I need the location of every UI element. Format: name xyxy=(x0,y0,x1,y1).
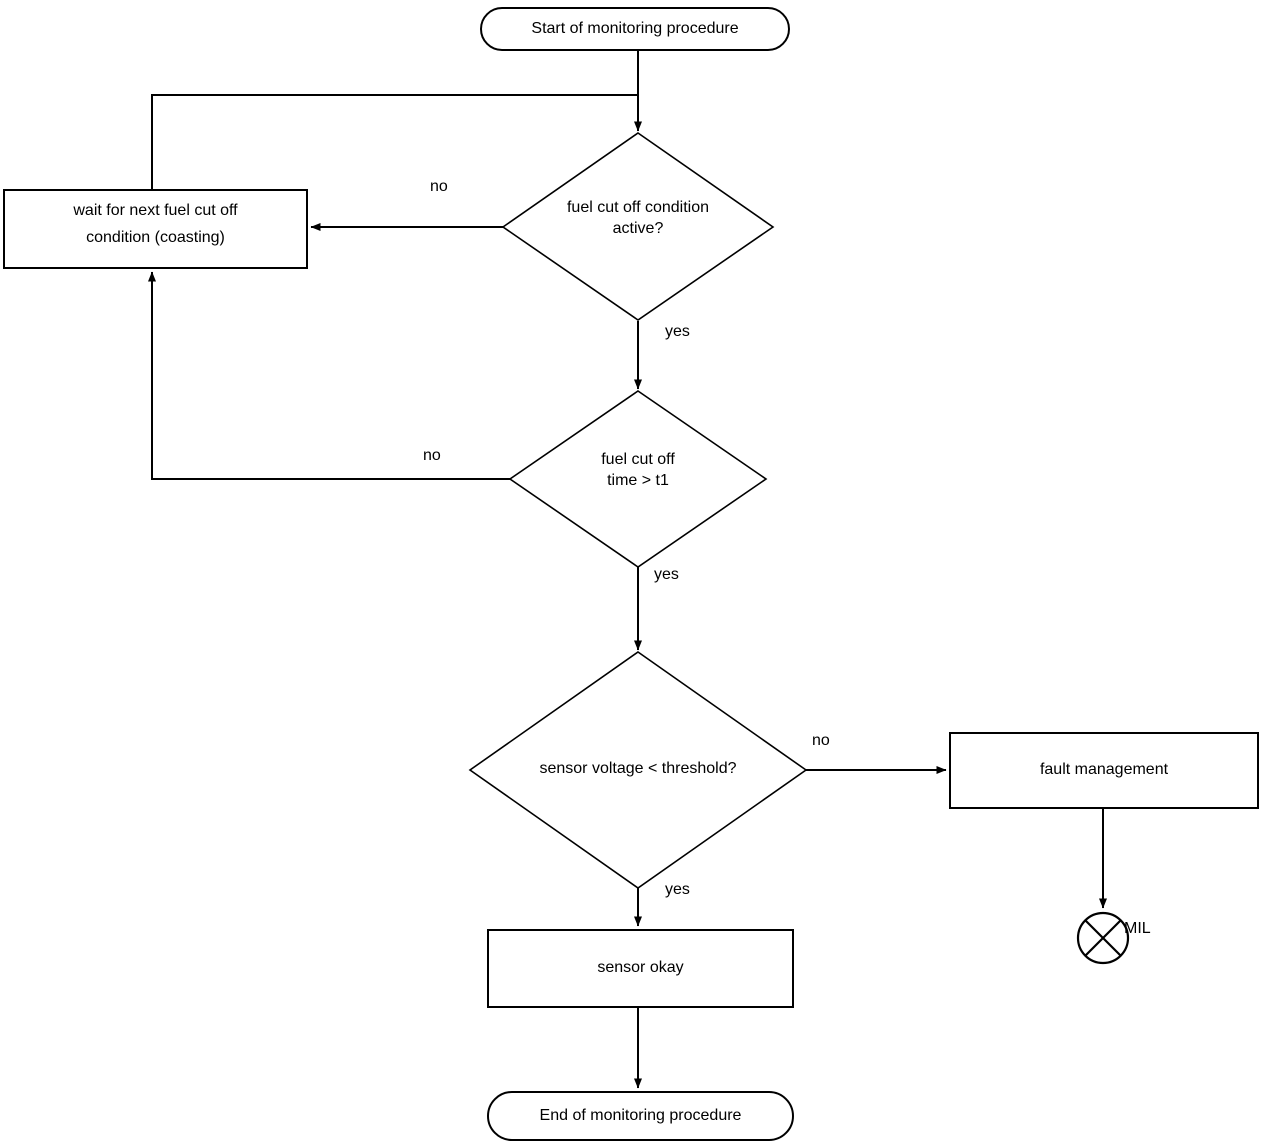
fault-management-shape xyxy=(949,732,1259,809)
edge-label-decision3-yes: yes xyxy=(665,881,690,898)
decision-fuel-cut-off-time-node[interactable] xyxy=(510,391,766,567)
edge-decision2-no-to-wait xyxy=(148,271,510,480)
decision-sensor-voltage-node[interactable] xyxy=(470,652,806,888)
sensor-okay-shape xyxy=(487,929,794,1008)
start-node-shape xyxy=(480,7,790,51)
wait-box-shape xyxy=(3,189,308,269)
end-node[interactable] xyxy=(488,1092,793,1140)
sensor-okay-node[interactable] xyxy=(488,930,793,1007)
edge-label-decision3-no: no xyxy=(812,732,830,749)
wait-for-next-fuel-cut-off-node[interactable] xyxy=(4,190,307,268)
edge-label-decision1-yes: yes xyxy=(665,323,690,340)
edge-wait-to-decision1-loop xyxy=(151,94,638,190)
edge-label-decision1-no: no xyxy=(430,178,448,195)
mil-indicator-node[interactable] xyxy=(1078,913,1128,963)
decision-fuel-cut-off-active-shape xyxy=(501,132,775,321)
edge-label-decision2-no: no xyxy=(423,447,441,464)
end-node-shape xyxy=(487,1091,794,1141)
edge-label-decision2-yes: yes xyxy=(654,566,679,583)
mil-cross-line-2 xyxy=(1084,919,1122,957)
start-node[interactable] xyxy=(481,8,789,50)
decision-fuel-cut-off-time-shape xyxy=(508,390,768,568)
decision-sensor-voltage-shape xyxy=(468,651,808,889)
fault-management-node[interactable] xyxy=(950,733,1258,808)
decision-fuel-cut-off-active-node[interactable] xyxy=(503,133,773,320)
mil-label: MIL xyxy=(1124,920,1151,937)
